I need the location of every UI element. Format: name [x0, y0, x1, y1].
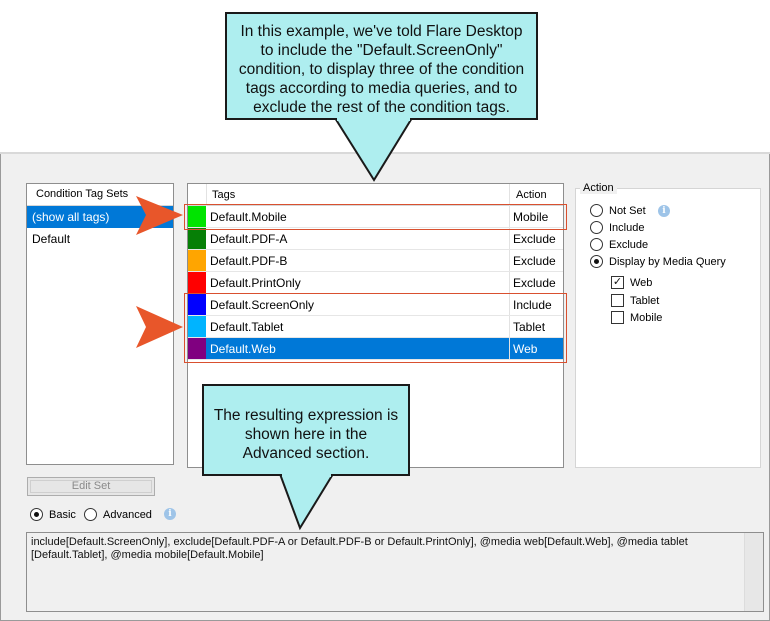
radio-label: Advanced	[103, 508, 152, 521]
radio-circle-selected[interactable]	[30, 508, 43, 521]
callout-line: exclude the rest of the condition tags.	[253, 99, 510, 116]
column-divider	[509, 294, 510, 315]
radio-circle[interactable]	[590, 221, 603, 234]
tag-action: Web	[513, 342, 538, 356]
callout-line: shown here in the	[244, 426, 368, 443]
info-icon[interactable]: i	[164, 508, 176, 520]
tags-table-header: Tags Action	[188, 184, 563, 206]
checkmark-icon[interactable]: ✓	[611, 276, 624, 289]
tag-color-swatch	[188, 272, 206, 293]
header-separator	[206, 184, 207, 206]
checkbox-box[interactable]	[611, 311, 624, 324]
checkbox-box[interactable]	[611, 294, 624, 307]
condition-tag-sets-list[interactable]: Condition Tag Sets (show all tags) Defau…	[26, 183, 174, 465]
callout-line: condition, to display three of the condi…	[238, 61, 525, 78]
header-separator	[509, 184, 510, 206]
column-divider	[509, 228, 510, 249]
tag-color-swatch	[188, 228, 206, 249]
column-divider	[509, 272, 510, 293]
radio-label: Basic	[49, 508, 76, 521]
tag-action: Exclude	[513, 254, 556, 268]
tag-name: Default.Tablet	[210, 320, 284, 334]
radio-label: Include	[609, 221, 645, 234]
tag-name: Default.ScreenOnly	[210, 298, 315, 312]
callout-line: Advanced section.	[242, 445, 370, 462]
tag-row[interactable]: Default.Web Web	[188, 338, 563, 360]
tag-action: Exclude	[513, 276, 556, 290]
tag-action: Include	[513, 298, 552, 312]
tag-row[interactable]: Default.PDF-B Exclude	[188, 250, 563, 272]
tag-color-swatch	[188, 206, 206, 227]
bottom-callout-tail-joint	[282, 472, 331, 477]
radio-exclude[interactable]: Exclude	[590, 238, 648, 251]
highlight-mobile-row	[184, 204, 567, 230]
checkbox-mobile[interactable]: Mobile	[611, 311, 662, 324]
sets-column-header[interactable]: Condition Tag Sets	[27, 184, 173, 206]
callout-line: In this example, we've told Flare Deskto…	[240, 23, 523, 40]
tags-column-header[interactable]: Tags	[212, 189, 236, 201]
expression-scrollbar[interactable]	[744, 533, 763, 611]
top-callout-tail-joint	[337, 116, 410, 121]
radio-advanced[interactable]: Advanced	[84, 508, 152, 521]
action-group-title: Action	[580, 182, 617, 194]
tag-color-swatch	[188, 250, 206, 271]
set-item-default[interactable]: Default	[32, 232, 71, 246]
tag-action: Mobile	[513, 210, 549, 224]
tag-name: Default.PDF-A	[210, 232, 288, 246]
checkbox-tablet[interactable]: Tablet	[611, 294, 659, 307]
tag-row[interactable]: Default.Tablet Tablet	[188, 316, 563, 338]
callout-line: to include the "Default.ScreenOnly"	[260, 42, 503, 59]
callout-line: The resulting expression is	[213, 407, 399, 424]
checkbox-label: Mobile	[630, 311, 663, 324]
radio-circle[interactable]	[590, 238, 603, 251]
tag-color-swatch	[188, 316, 206, 337]
tag-color-swatch	[188, 338, 206, 359]
callout-line: tags according to media queries, and to	[245, 80, 518, 97]
tag-name: Default.PrintOnly	[210, 276, 301, 290]
bottom-callout: The resulting expression is shown here i…	[202, 384, 410, 476]
dialog-top-border	[0, 152, 770, 154]
tag-row[interactable]: Default.ScreenOnly Include	[188, 294, 563, 316]
tag-color-swatch	[188, 294, 206, 315]
tag-action: Exclude	[513, 232, 556, 246]
expression-line: include[Default.ScreenOnly], exclude[Def…	[31, 536, 688, 548]
info-icon[interactable]: i	[658, 205, 670, 217]
tag-row[interactable]: Default.PrintOnly Exclude	[188, 272, 563, 294]
checkbox-web[interactable]: ✓ Web	[611, 276, 652, 289]
tag-row[interactable]: Default.Mobile Mobile	[188, 206, 563, 228]
tag-name: Default.PDF-B	[210, 254, 288, 268]
tag-action: Tablet	[513, 320, 546, 334]
tag-name: Default.Web	[210, 342, 276, 356]
expression-line: [Default.Tablet], @media mobile[Default.…	[31, 549, 264, 561]
top-callout: In this example, we've told Flare Deskto…	[225, 12, 538, 120]
tag-name: Default.Mobile	[210, 210, 287, 224]
column-divider	[509, 316, 510, 337]
edit-set-button[interactable]: Edit Set	[27, 477, 155, 496]
set-item-show-all-tags[interactable]: (show all tags)	[27, 206, 173, 228]
highlight-media-rows	[184, 293, 567, 363]
checkbox-label: Tablet	[630, 294, 660, 307]
radio-label: Exclude	[609, 238, 649, 251]
radio-circle[interactable]	[84, 508, 97, 521]
radio-circle[interactable]	[590, 204, 603, 217]
checkbox-label: Web	[630, 276, 653, 289]
radio-basic[interactable]: Basic	[30, 508, 76, 521]
radio-not-set[interactable]: Not Set	[590, 204, 646, 217]
action-column-header[interactable]: Action	[516, 189, 547, 201]
column-divider	[509, 250, 510, 271]
radio-include[interactable]: Include	[590, 221, 644, 234]
radio-label: Not Set	[609, 204, 646, 217]
radio-circle-selected[interactable]	[590, 255, 603, 268]
expression-textbox[interactable]: include[Default.ScreenOnly], exclude[Def…	[26, 532, 764, 612]
action-group-box	[575, 188, 761, 468]
column-divider	[509, 206, 510, 227]
tag-row[interactable]: Default.PDF-A Exclude	[188, 228, 563, 250]
column-divider	[509, 338, 510, 359]
radio-display-by-media-query[interactable]: Display by Media Query	[590, 255, 726, 268]
radio-label: Display by Media Query	[609, 255, 726, 268]
